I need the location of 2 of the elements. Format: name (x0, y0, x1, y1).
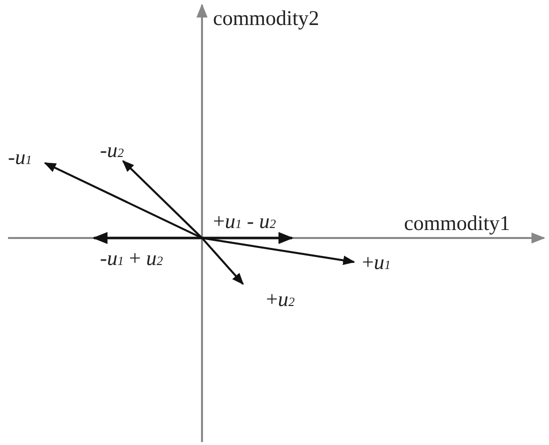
axis-label: commodity2 (213, 8, 320, 29)
axis-label: commodity1 (404, 213, 510, 234)
